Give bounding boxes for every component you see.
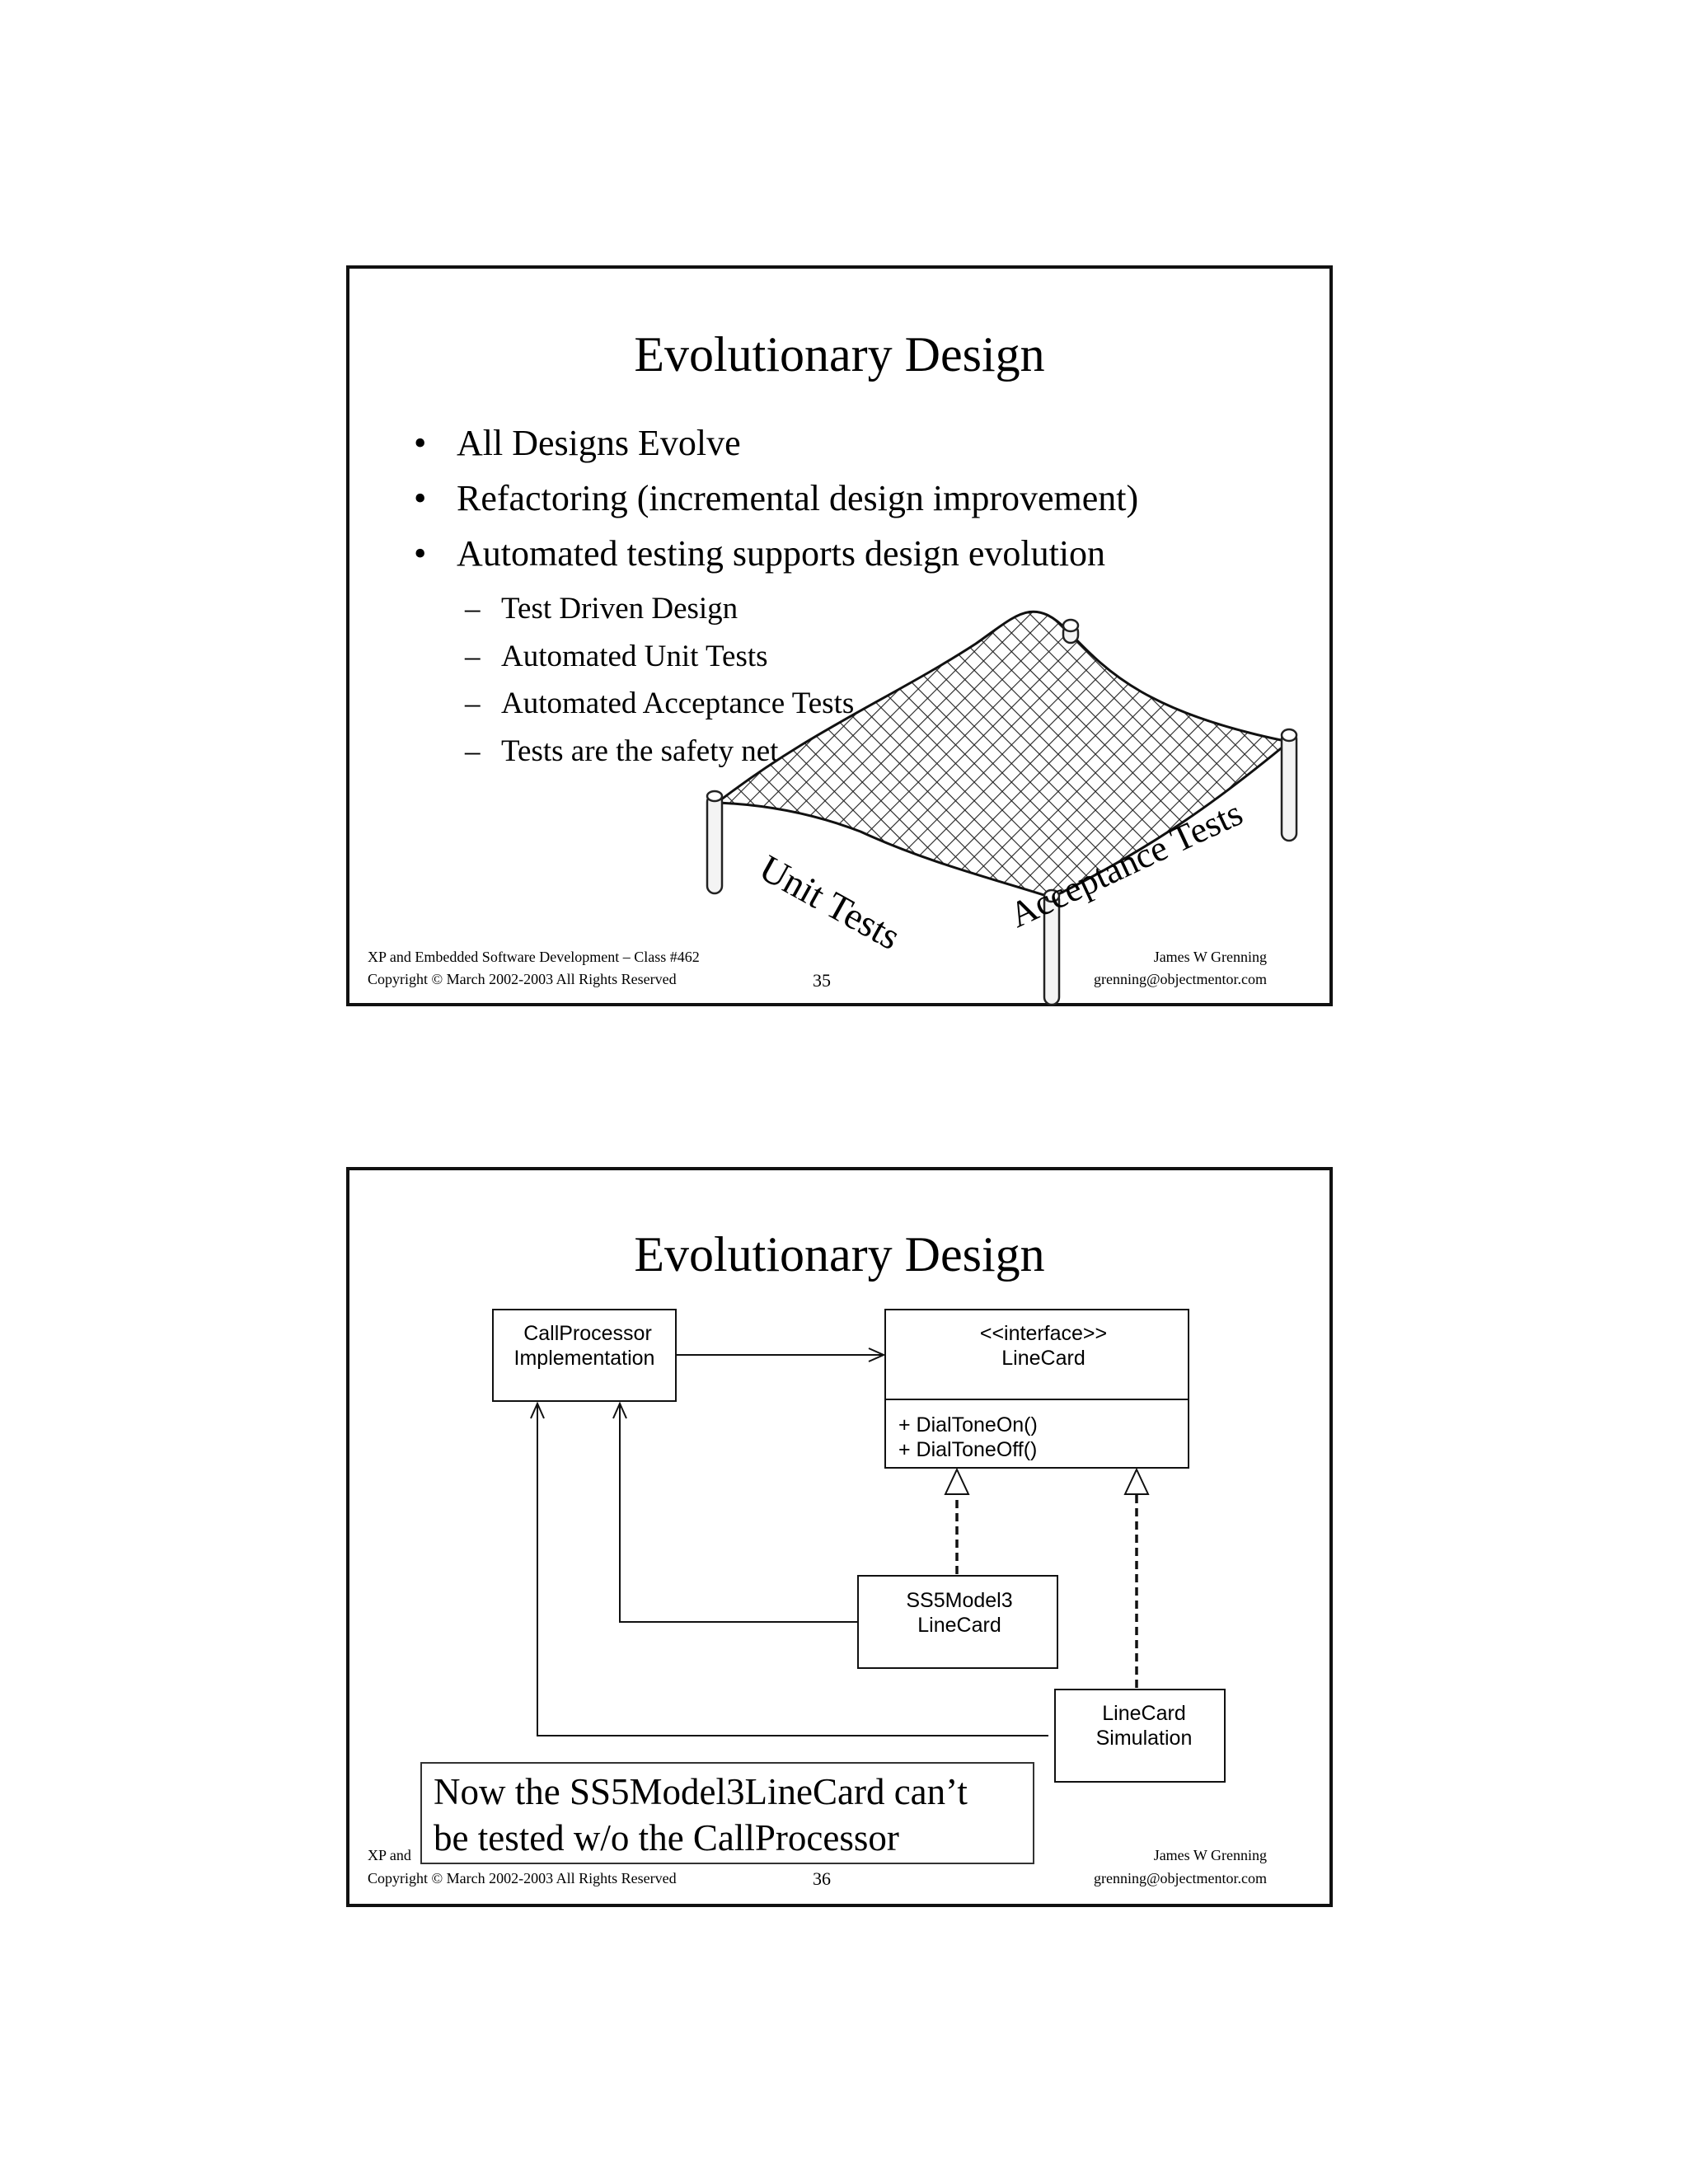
realization-triangle-icon <box>1123 1467 1150 1495</box>
slide-title: Evolutionary Design <box>634 327 1045 382</box>
page-number: 35 <box>813 970 831 991</box>
svg-text:Simulation: Simulation <box>1096 1727 1193 1750</box>
realization-triangle-icon <box>944 1467 970 1495</box>
footer-email: grenning@objectmentor.com <box>1093 1870 1267 1886</box>
footer-course: XP and <box>368 1847 411 1863</box>
linecard-simulation-class: LineCard Simulation <box>1054 1689 1226 1783</box>
bullet-dot-icon: • <box>414 423 427 463</box>
svg-text:SS5Model3: SS5Model3 <box>906 1589 1012 1612</box>
svg-text:+ DialToneOn(): + DialToneOn() <box>898 1413 1038 1436</box>
sub-bullet-item: –Automated Unit Tests <box>465 639 768 673</box>
sub-bullet-item: –Tests are the safety net <box>465 733 779 768</box>
bullet-item: •Automated testing supports design evolu… <box>409 526 1138 581</box>
footer-author: James W Grenning <box>1153 1847 1267 1863</box>
svg-text:+ DialToneOff(): + DialToneOff() <box>898 1438 1037 1461</box>
callprocessor-implementation-class: CallProcessor Implementation <box>492 1309 677 1402</box>
svg-text:LineCard: LineCard <box>1102 1702 1185 1725</box>
slide-36: Evolutionary Design CallProcessor Implem… <box>346 1167 1333 1907</box>
uml-class-diagram: CallProcessor Implementation <<interface… <box>492 1309 1226 1783</box>
svg-text:LineCard: LineCard <box>1001 1347 1085 1370</box>
dependency-arrow <box>537 1404 1048 1736</box>
net-pole <box>706 790 724 895</box>
footer-copyright: Copyright © March 2002-2003 All Rights R… <box>368 971 677 987</box>
net-pole <box>1280 728 1298 842</box>
dependency-arrow <box>620 1404 858 1623</box>
footer-author: James W Grenning <box>1153 949 1267 965</box>
slide-title: Evolutionary Design <box>634 1227 1045 1282</box>
sub-bullet-item: –Automated Acceptance Tests <box>465 687 855 720</box>
footer-copyright: Copyright © March 2002-2003 All Rights R… <box>368 1870 677 1886</box>
callout-note: Now the SS5Model3LineCard can’t be teste… <box>420 1762 1034 1864</box>
svg-text:<<interface>>: <<interface>> <box>980 1322 1107 1345</box>
svg-text:LineCard: LineCard <box>917 1614 1001 1637</box>
bullet-dot-icon: • <box>414 478 427 518</box>
bullet-item: •All Designs Evolve <box>409 415 1138 471</box>
sub-bullet-list: –Test Driven Design –Automated Unit Test… <box>465 585 854 775</box>
sub-bullet-item: –Test Driven Design <box>465 592 738 626</box>
net-pole <box>1062 618 1080 644</box>
page-number: 36 <box>813 1868 831 1889</box>
bullet-list: •All Designs Evolve •Refactoring (increm… <box>409 415 1138 581</box>
svg-text:Implementation: Implementation <box>514 1347 655 1370</box>
net-pole <box>1043 888 1061 1006</box>
footer-course: XP and Embedded Software Development – C… <box>368 949 700 965</box>
svg-text:CallProcessor: CallProcessor <box>523 1322 652 1345</box>
slide-35: Evolutionary Design •All Designs Evolve … <box>346 265 1333 1006</box>
bullet-dot-icon: • <box>414 533 427 574</box>
acceptance-tests-label: Acceptance Tests <box>1004 793 1249 935</box>
linecard-interface-class: <<interface>> LineCard + DialToneOn() + … <box>884 1309 1189 1469</box>
unit-tests-label: Unit Tests <box>753 846 907 958</box>
bullet-item: •Refactoring (incremental design improve… <box>409 471 1138 526</box>
ss5model3-linecard-class: SS5Model3 LineCard <box>857 1575 1058 1669</box>
footer-email: grenning@objectmentor.com <box>1093 971 1267 987</box>
